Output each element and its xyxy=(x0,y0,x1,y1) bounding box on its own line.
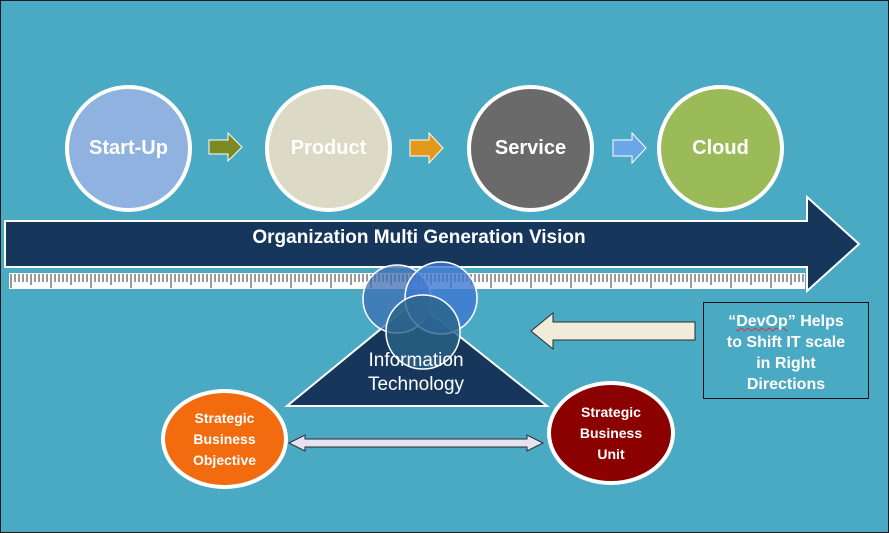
circle-line: Business xyxy=(193,430,256,447)
circle-line: Strategic xyxy=(581,403,641,420)
stage-arrow-3 xyxy=(612,131,647,165)
circle-line: Business xyxy=(579,424,643,441)
circle-line: Objective xyxy=(192,451,257,468)
stage-label: Cloud xyxy=(692,137,749,159)
venn-circle-bottom xyxy=(385,294,461,370)
stage-circle-start-up: Start-Up xyxy=(65,85,192,212)
circle-line: Unit xyxy=(597,445,625,462)
stage-label: Start-Up xyxy=(89,137,168,159)
strategic-business-unit-circle: Strategic Business Unit xyxy=(547,381,675,485)
callout-pointer-arrow xyxy=(530,311,696,351)
stage-label: Product xyxy=(290,137,367,159)
vision-banner-label: Organization Multi Generation Vision xyxy=(252,227,586,248)
callout-line1: “DevOp” Helps xyxy=(728,313,844,330)
stage-label: Service xyxy=(494,137,567,159)
stage-arrow-2 xyxy=(409,131,444,165)
it-label-line2: Technology xyxy=(367,374,465,395)
callout-line3: in Right xyxy=(756,355,816,372)
stage-circle-service: Service xyxy=(467,85,594,212)
double-arrow-connector xyxy=(287,434,545,452)
it-label: Information Technology xyxy=(331,349,501,397)
callout-line1-rest: Helps xyxy=(795,313,844,330)
strategic-business-objective-circle: Strategic Business Objective xyxy=(161,389,288,489)
devops-callout-box: “DevOp” Helps to Shift IT scale in Right… xyxy=(703,302,869,399)
vision-banner-arrow xyxy=(4,194,861,294)
venn-circles xyxy=(362,261,478,370)
callout-keyword: DevOp xyxy=(736,313,788,330)
it-label-line1: Information xyxy=(368,350,464,371)
callout-line4: Directions xyxy=(746,376,826,393)
circle-line: Strategic xyxy=(194,409,255,426)
callout-line2: to Shift IT scale xyxy=(726,334,846,351)
stage-arrow-1 xyxy=(208,131,243,163)
stage-circle-cloud: Cloud xyxy=(657,85,784,212)
stage-circle-product: Product xyxy=(265,85,392,212)
